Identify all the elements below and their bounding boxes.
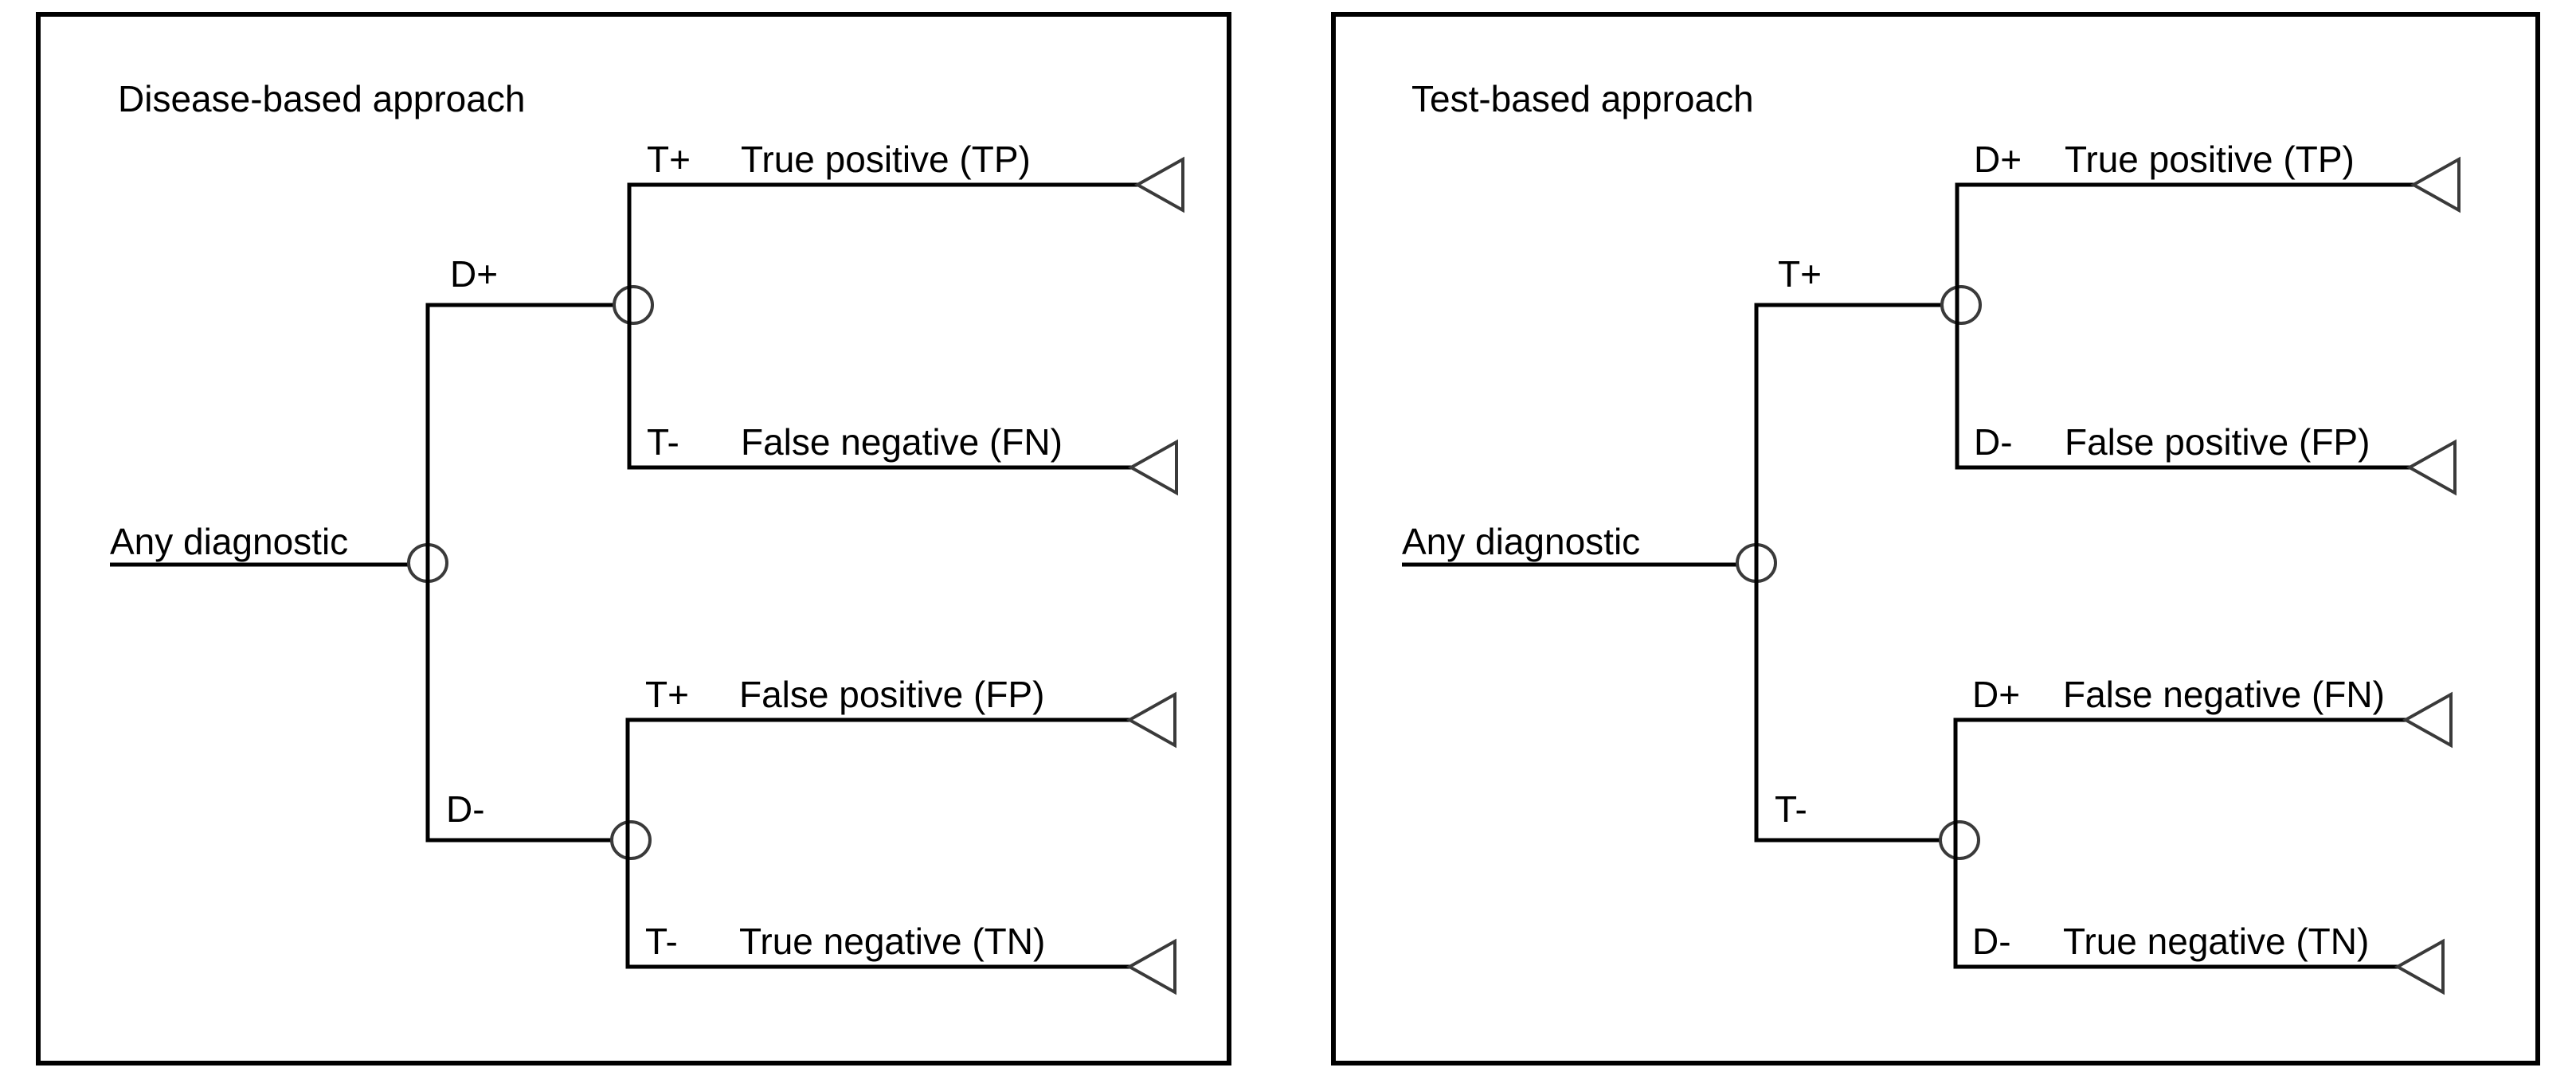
- leaf-outcome-tminus-dplus: False negative (FN): [2063, 674, 2385, 715]
- terminal-triangle-icon-fp-right: [2406, 439, 2457, 496]
- root-label-disease-based: Any diagnostic: [110, 521, 348, 562]
- terminal-triangle-icon-fn-left: [1127, 439, 1178, 496]
- panel-title-disease-based: Disease-based approach: [118, 78, 525, 119]
- chance-node-tminus[interactable]: [1939, 820, 1980, 860]
- panel-border-test-based: [1331, 12, 2540, 1065]
- branch-label-dminus: D-: [446, 788, 485, 830]
- branch-label-tminus: T-: [1775, 788, 1807, 830]
- leaf-branch-label-tminus-dminus: D-: [1972, 921, 2011, 962]
- leaf-outcome-dminus-tplus: False positive (FP): [739, 674, 1044, 715]
- leaf-branch-label-dminus-tplus: T+: [645, 674, 689, 715]
- leaf-branch-label-tminus-dplus: D+: [1972, 674, 2020, 715]
- branch-label-tplus: T+: [1778, 253, 1822, 295]
- chance-node-tplus[interactable]: [1940, 285, 1982, 325]
- leaf-branch-label-dplus-tplus: T+: [647, 139, 691, 180]
- leaf-branch-label-dminus-tminus: T-: [645, 921, 678, 962]
- chance-node-dminus[interactable]: [610, 820, 652, 860]
- leaf-outcome-dplus-tplus: True positive (TP): [741, 139, 1031, 180]
- chance-node-dplus[interactable]: [613, 285, 654, 325]
- leaf-branch-label-dplus-tminus: T-: [647, 421, 679, 463]
- terminal-triangle-icon-tn-right: [2394, 938, 2445, 995]
- panel-border-disease-based: [36, 12, 1231, 1065]
- panel-title-test-based: Test-based approach: [1411, 78, 1754, 119]
- leaf-outcome-dminus-tminus: True negative (TN): [739, 921, 1045, 962]
- terminal-triangle-icon-tn-left: [1126, 938, 1176, 995]
- terminal-triangle-icon-fp-left: [1126, 691, 1176, 749]
- leaf-outcome-tminus-dminus: True negative (TN): [2063, 921, 2369, 962]
- root-label-test-based: Any diagnostic: [1402, 521, 1640, 562]
- leaf-outcome-dplus-tminus: False negative (FN): [741, 421, 1063, 463]
- leaf-branch-label-tplus-dminus: D-: [1974, 421, 2013, 463]
- leaf-branch-label-tplus-dplus: D+: [1974, 139, 2022, 180]
- leaf-outcome-tplus-dminus: False positive (FP): [2065, 421, 2370, 463]
- terminal-triangle-icon-tp-right: [2410, 156, 2461, 213]
- leaf-outcome-tplus-dplus: True positive (TP): [2065, 139, 2355, 180]
- branch-label-dplus: D+: [450, 253, 498, 295]
- terminal-triangle-icon-tp-left: [1133, 156, 1184, 213]
- terminal-triangle-icon-fn-right: [2402, 691, 2453, 749]
